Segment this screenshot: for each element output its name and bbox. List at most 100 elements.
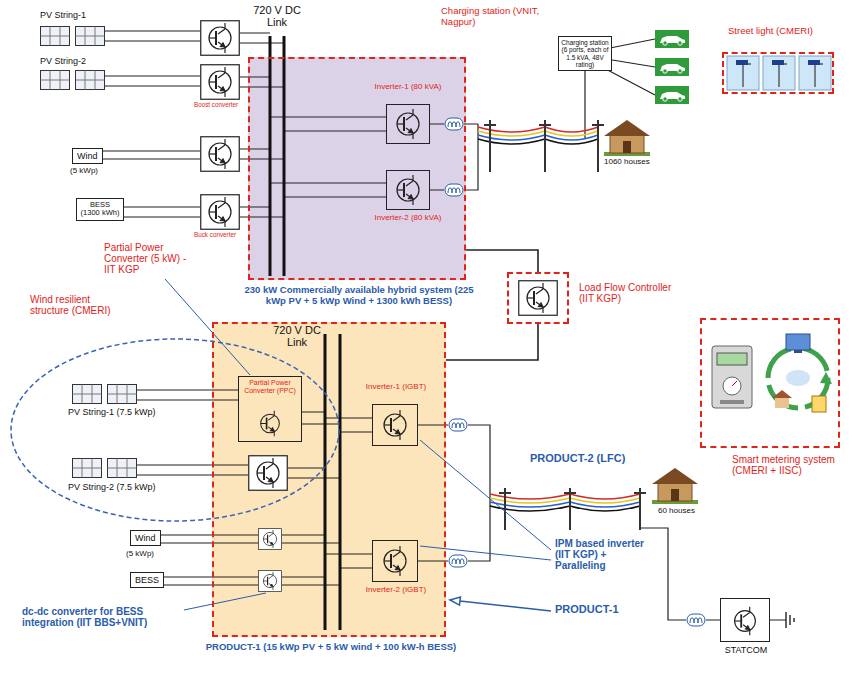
- ev-picture: [655, 86, 689, 104]
- inverter-box: Inverter-1 (IGBT): [372, 404, 418, 446]
- ground-symbol: [789, 615, 790, 625]
- dc-wire: [137, 465, 340, 478]
- dc-wire: [95, 31, 786, 620]
- house-picture: [604, 120, 650, 156]
- pv-panel: [108, 459, 137, 478]
- ground-symbol: [786, 612, 794, 628]
- annotation-label: (5 kWp): [126, 550, 154, 559]
- converter-symbol: [201, 195, 240, 230]
- distribution-line: [478, 127, 640, 511]
- transistor-symbol: [384, 546, 406, 576]
- dc-link-connector: [466, 250, 538, 272]
- annotation-label: 1060 houses: [604, 158, 650, 167]
- node-heading: STATCOM: [716, 645, 776, 655]
- converter-symbol: [201, 137, 240, 172]
- node-label: BESS (1300 kWh): [80, 201, 120, 218]
- annotation-label: PV String-2 (7.5 kWp): [68, 482, 156, 492]
- node-heading: Smart metering system (CMERI + IISC): [732, 454, 842, 476]
- annotation-label: PV String-1: [40, 10, 86, 20]
- node-heading: PRODUCT-1 (15 kWp PV + 5 kW wind + 100 k…: [204, 642, 458, 653]
- dc-wire: [418, 425, 490, 561]
- distribution-line: [490, 498, 640, 503]
- street-light-picture: [736, 60, 748, 65]
- annotation-label: Buck converter: [194, 231, 236, 238]
- region-fill: [212, 57, 466, 637]
- node-label: BESS: [135, 575, 159, 585]
- pointer-arrow: [450, 597, 551, 611]
- converter-symbol: [258, 571, 281, 592]
- annotation-label: (5 kWp): [70, 167, 98, 176]
- pv-panel: [108, 385, 137, 404]
- pv-panel: [41, 27, 70, 46]
- annotation-label: Partial Power Converter (5 kW) - IIT KGP: [104, 242, 192, 276]
- annotation-label: dc-dc converter for BESS integration (II…: [22, 606, 182, 628]
- partial-power-converter-box: Partial Power Converter (PPC): [238, 376, 302, 442]
- ev-picture: [655, 30, 689, 104]
- dc-link-bar: [283, 36, 286, 276]
- street-light-picture: [727, 56, 831, 90]
- transistor-symbol: [384, 410, 406, 440]
- converter-symbol: [201, 21, 240, 56]
- smart-meter-picture: [786, 370, 810, 386]
- transistor-symbol: [261, 411, 280, 437]
- annotation-label: 60 houses: [658, 507, 695, 516]
- pv-panel: [41, 71, 70, 90]
- leader-line: [420, 546, 551, 560]
- region-fill: [248, 57, 466, 280]
- converter-symbol: [258, 529, 281, 550]
- dc-wire: [240, 33, 284, 217]
- utility-pole: [484, 120, 646, 530]
- smart-meter-picture: [720, 400, 744, 404]
- ev-picture: [655, 30, 689, 48]
- street-light-picture: [743, 64, 823, 87]
- utility-pole: [484, 120, 604, 172]
- annotation-label: PV String-1 (7.5 kWp): [68, 407, 156, 417]
- node-heading: Wind resilient structure (CMERI): [30, 294, 130, 316]
- node-label: Wind: [135, 533, 156, 543]
- street-light-box: Street light (CMERI): [722, 52, 834, 94]
- converter-symbol: [249, 456, 288, 491]
- annotation-label: PRODUCT-2 (LFC): [530, 452, 625, 464]
- smart-meter-picture: [786, 334, 810, 350]
- dc-wire: [95, 31, 200, 217]
- ellipse-outline: [10, 338, 340, 522]
- annotation-label: PV String-2: [40, 56, 86, 66]
- bess-box: BESS: [130, 572, 164, 588]
- smart-meter-picture: [812, 396, 826, 412]
- node-label: Charging station (6 ports, each of 1.5 k…: [561, 39, 609, 68]
- node-heading: Inverter-1 (80 kVA): [373, 83, 443, 92]
- inverter-box: Inverter-1 (80 kVA): [386, 104, 430, 144]
- node-heading: Load Flow Controller (IIT KGP): [579, 282, 687, 304]
- pv-panel: [76, 71, 105, 90]
- smart-meter-picture: [723, 377, 741, 395]
- ellipse-outline: [11, 339, 339, 521]
- node-heading: Inverter-2 (IGBT): [361, 586, 431, 595]
- smart-meter-picture: [717, 353, 747, 365]
- inductor-symbol: [445, 184, 463, 196]
- pv-panel: [73, 385, 102, 404]
- ground-symbol: [785, 612, 786, 628]
- pointer-arrow: [450, 597, 460, 605]
- charging-station-box: Charging station (VNIT, Nagpur)Charging …: [558, 36, 612, 71]
- house-picture: [652, 468, 698, 504]
- smart-meter-picture: [775, 398, 789, 408]
- region-fill: [212, 322, 446, 637]
- transistor-symbol: [397, 109, 419, 139]
- street-light-picture: [772, 60, 784, 65]
- leader-line: [165, 279, 250, 375]
- house-picture: [604, 120, 698, 504]
- leader-line: [184, 593, 266, 610]
- pointer-arrow: [460, 601, 551, 611]
- transistor-symbol: [261, 109, 756, 635]
- smart-meter-picture: [712, 334, 832, 412]
- dc-link-bar: [269, 36, 272, 276]
- dc-link-bar: [324, 334, 327, 630]
- annotation-label: PRODUCT-1: [555, 603, 619, 615]
- distribution-line: [478, 139, 598, 144]
- product-region: PRODUCT-1 (15 kWp PV + 5 kW wind + 100 k…: [212, 322, 446, 637]
- dc-link-bar: [339, 334, 342, 630]
- ground-symbol: [793, 618, 794, 622]
